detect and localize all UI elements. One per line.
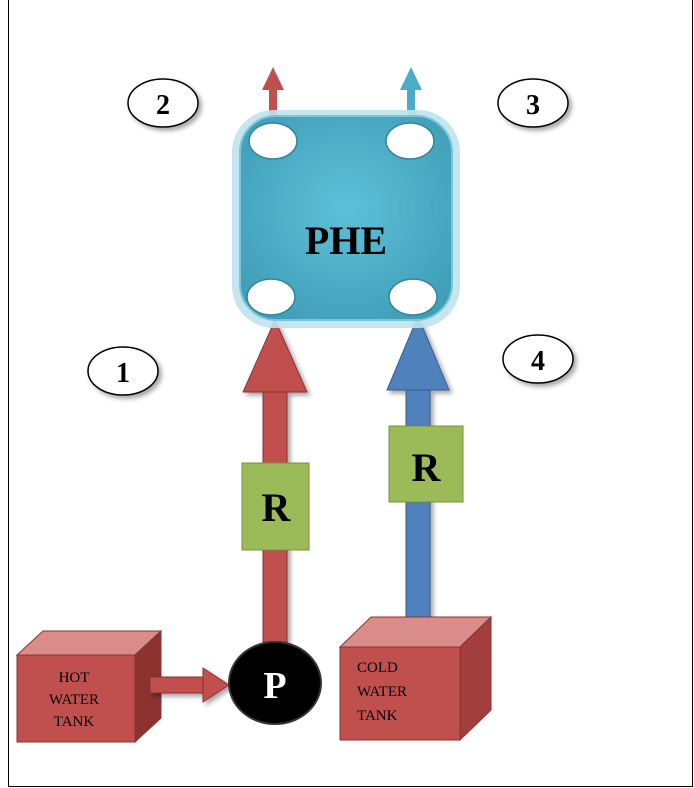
cold-tank-label-line-2: WATER: [357, 684, 407, 700]
hot-tank-label-line-3: TANK: [54, 714, 95, 730]
point-marker-3: 3: [497, 78, 569, 128]
hot-tank-label-line-2: WATER: [49, 692, 99, 708]
hot-tank-label-line-1: HOT: [59, 670, 90, 686]
cold-tank-label-line-3: TANK: [357, 708, 398, 724]
phe-port-3: [385, 122, 435, 160]
hot-rotameter-label: R: [262, 485, 292, 530]
point-label-4: 4: [531, 346, 545, 377]
cold-tank-label-line-1: COLD: [357, 660, 398, 676]
point-marker-2: 2: [127, 78, 199, 128]
cold-water-tank: COLD WATER TANK: [338, 615, 493, 742]
point-label-1: 1: [116, 358, 130, 389]
tank-to-pump-arrow: [149, 667, 230, 703]
point-label-2: 2: [156, 90, 170, 121]
point-label-3: 3: [526, 90, 540, 121]
phe-port-2: [248, 122, 298, 160]
cold-rotameter-label: R: [412, 445, 442, 490]
point-marker-1: 1: [87, 346, 159, 396]
phe-port-1: [246, 278, 296, 316]
point-marker-4: 4: [502, 334, 574, 384]
phe-label: PHE: [305, 218, 387, 263]
pump-label: P: [263, 665, 286, 707]
plate-heat-exchanger: PHE: [232, 110, 460, 328]
hot-rotameter: R: [241, 462, 310, 551]
diagram-frame: [8, 0, 693, 787]
pump: P: [228, 641, 322, 725]
phe-port-4: [388, 278, 438, 316]
cold-rotameter: R: [388, 425, 464, 503]
hot-water-tank: HOT WATER TANK: [15, 629, 163, 744]
